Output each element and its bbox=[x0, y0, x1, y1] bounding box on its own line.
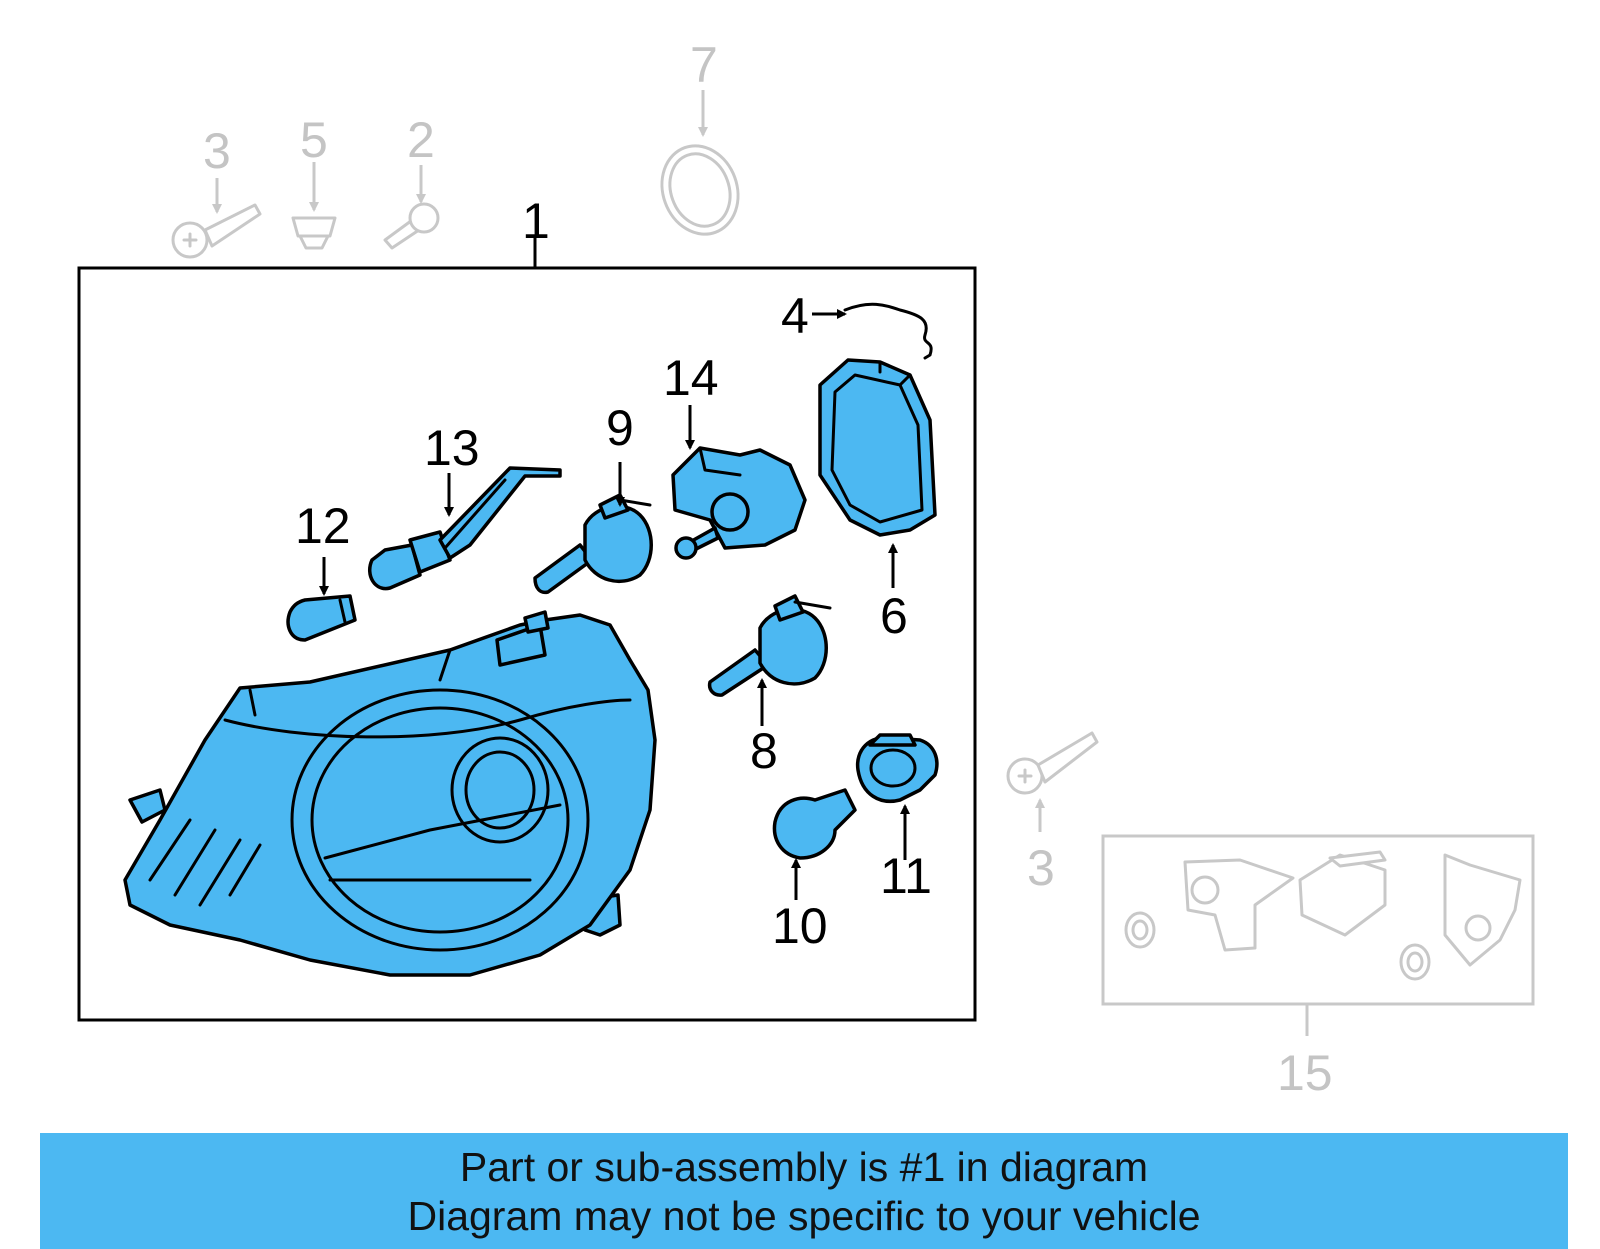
seal-ring-part-7-icon bbox=[660, 144, 740, 236]
callout-5: 5 bbox=[300, 112, 328, 168]
signal-bulb-part-10-icon bbox=[772, 788, 857, 860]
callout-12: 12 bbox=[295, 498, 351, 554]
callout-13: 13 bbox=[424, 420, 480, 476]
callout-4: 4 bbox=[781, 288, 809, 344]
callout-8: 8 bbox=[750, 723, 778, 779]
halogen-bulb-part-9-icon bbox=[533, 493, 653, 595]
screw-part-3-icon bbox=[171, 203, 262, 259]
callout-7: 7 bbox=[690, 37, 718, 93]
callout-15: 15 bbox=[1277, 1045, 1333, 1101]
callout-1: 1 bbox=[522, 193, 550, 249]
callout-14: 14 bbox=[663, 350, 719, 406]
screw-part-3b-icon bbox=[1006, 731, 1099, 795]
assembly-box bbox=[77, 266, 977, 1022]
dust-cover-part-6-icon bbox=[818, 358, 937, 537]
callout-10: 10 bbox=[772, 898, 828, 954]
halogen-bulb-part-8-icon bbox=[707, 594, 832, 697]
clip-part-5-icon bbox=[291, 216, 337, 250]
wire-part-4-icon bbox=[843, 302, 933, 360]
callout-11: 11 bbox=[880, 848, 932, 904]
info-banner: Part or sub-assembly is #1 in diagram Di… bbox=[40, 1133, 1568, 1249]
callout-3b: 3 bbox=[1027, 840, 1055, 896]
callout-9: 9 bbox=[606, 400, 634, 456]
kit-parts-15-icon bbox=[1124, 850, 1522, 981]
callout-3a: 3 bbox=[203, 123, 231, 179]
bulb-socket-part-11-icon bbox=[855, 733, 939, 803]
kit-box-15 bbox=[1101, 834, 1535, 1006]
bolt-part-2-icon bbox=[383, 202, 440, 250]
banner-line-2: Diagram may not be specific to your vehi… bbox=[407, 1193, 1201, 1239]
callout-6: 6 bbox=[880, 588, 908, 644]
wedge-bulb-part-12-icon bbox=[286, 594, 357, 642]
banner-line-1: Part or sub-assembly is #1 in diagram bbox=[459, 1144, 1149, 1190]
headlamp-housing-icon bbox=[123, 610, 657, 977]
hid-bulb-part-14-icon bbox=[671, 446, 807, 560]
callout-2: 2 bbox=[407, 112, 435, 168]
socket-harness-part-13-icon bbox=[368, 466, 562, 591]
